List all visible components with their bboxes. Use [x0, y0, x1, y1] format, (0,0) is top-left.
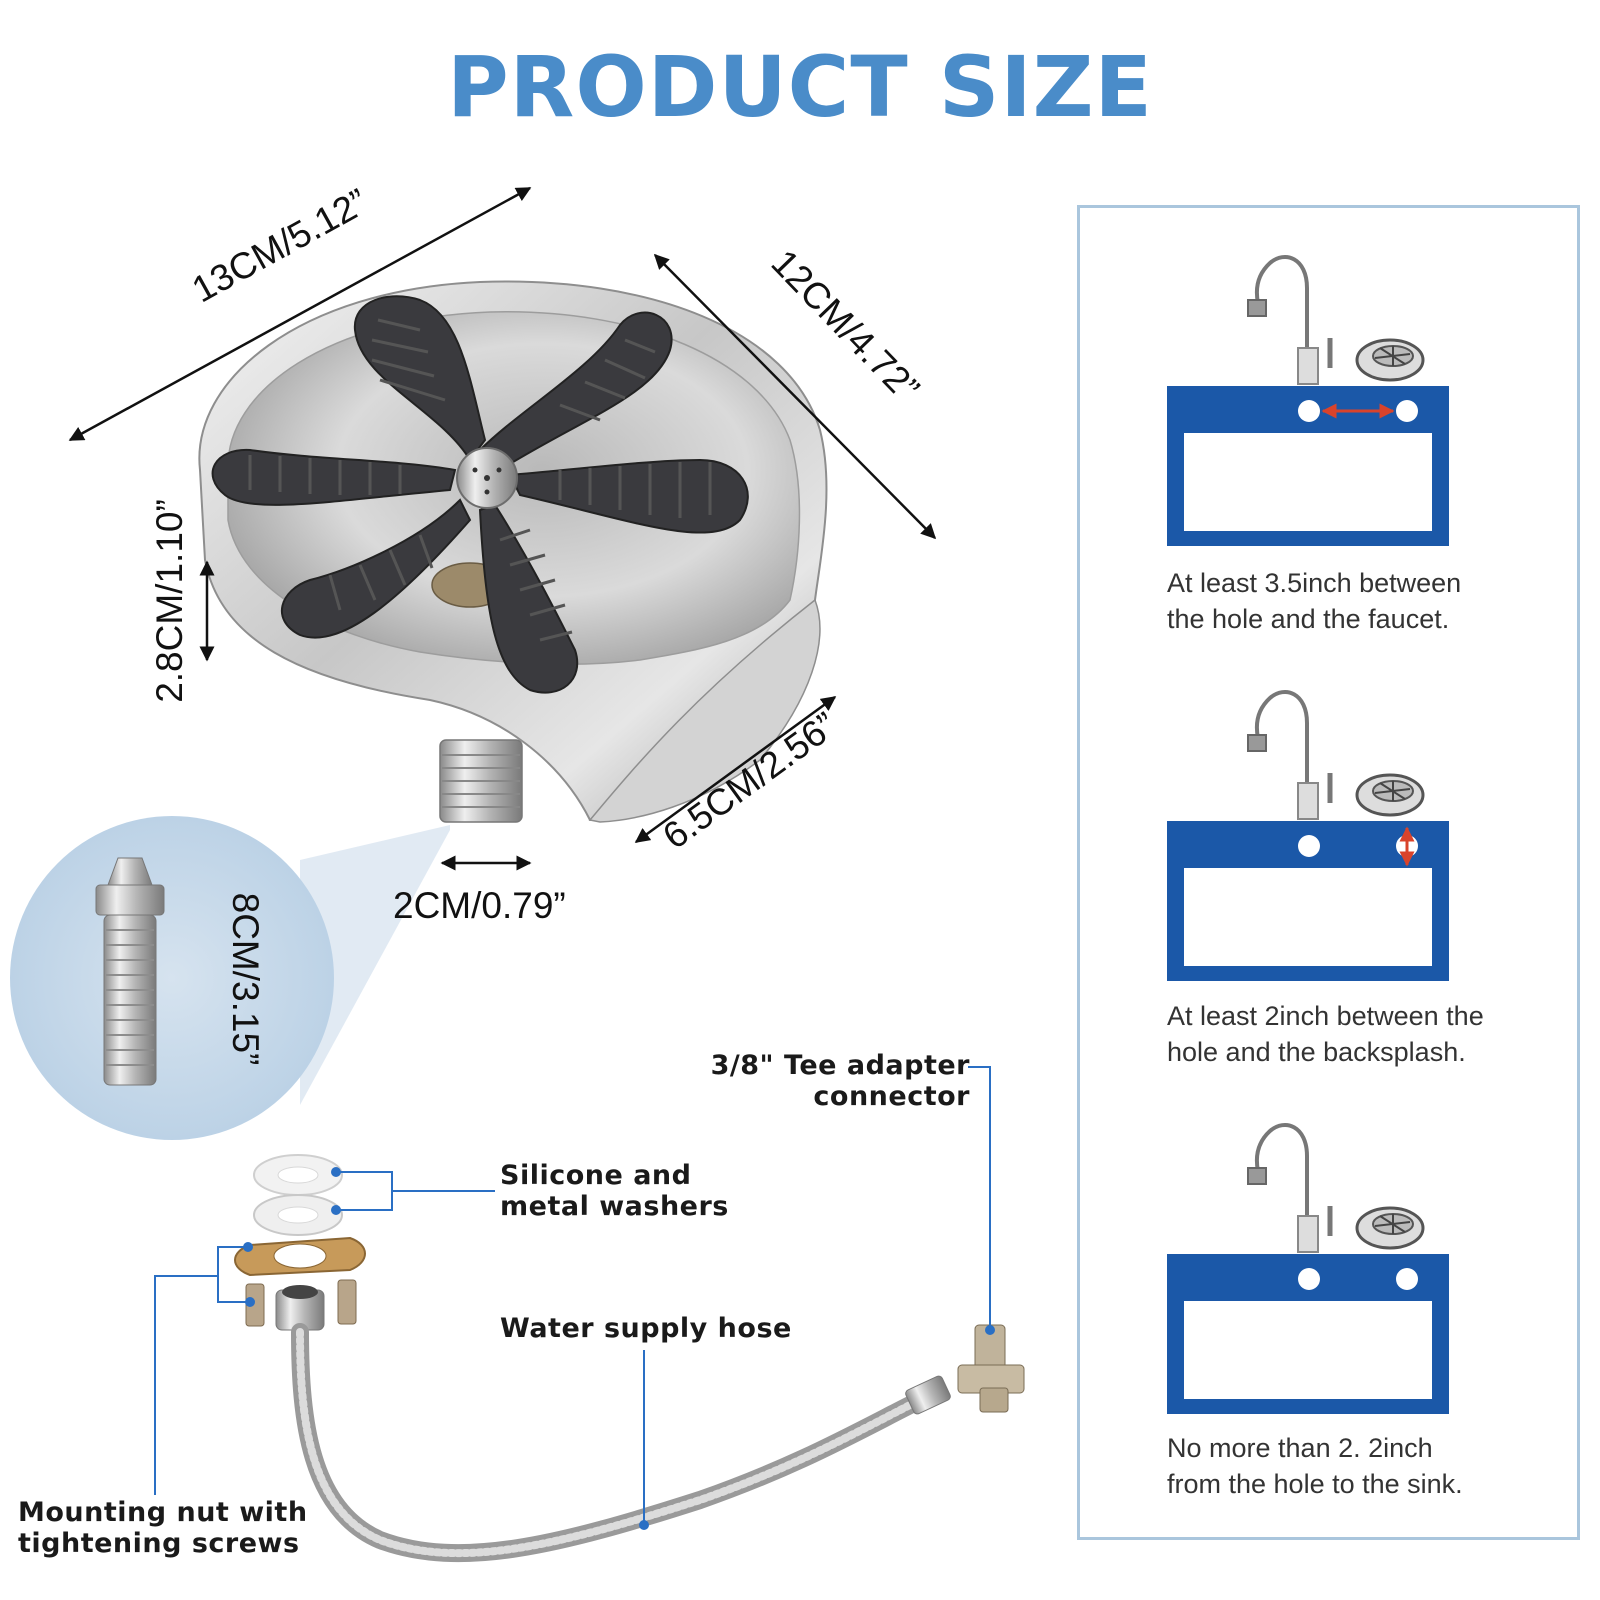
callout-dots	[243, 1167, 995, 1530]
height-label: 2.8CM/1.10”	[149, 499, 190, 703]
rinser-icon	[1355, 1206, 1425, 1250]
installation-diagrams	[1167, 255, 1449, 1414]
sink-icon	[1167, 821, 1449, 981]
inlet-detail-circle	[10, 816, 334, 1140]
threaded-rod-image	[95, 857, 165, 1086]
mounting-nut-label-line1: Mounting nut with	[18, 1497, 308, 1528]
washers-label: Silicone and metal washers	[500, 1160, 729, 1222]
washers-image	[253, 1154, 343, 1236]
mounting-nut-image	[234, 1236, 366, 1331]
tee-adapter-label-line2: connector	[813, 1081, 970, 1112]
sink-icon	[1167, 386, 1449, 546]
washers-label-line1: Silicone and	[500, 1160, 692, 1191]
page-title: PRODUCT SIZE	[447, 38, 1153, 136]
install-note-3-line1: No more than 2. 2inch	[1167, 1433, 1433, 1463]
sink-icon	[1167, 1254, 1449, 1414]
mounting-nut-label: Mounting nut with tightening screws	[18, 1497, 308, 1559]
install-note-2-line2: hole and the backsplash.	[1167, 1037, 1466, 1067]
water-supply-hose-image	[291, 1323, 951, 1563]
install-note-3: No more than 2. 2inch from the hole to t…	[1167, 1430, 1463, 1502]
rinser-icon	[1355, 338, 1425, 382]
glass-rinser-image	[198, 280, 828, 823]
hose-label: Water supply hose	[500, 1313, 792, 1344]
installation-guide-panel: At least 3.5inch between the hole and th…	[1077, 205, 1580, 1540]
mounting-nut-label-line2: tightening screws	[18, 1528, 300, 1559]
install-note-1: At least 3.5inch between the hole and th…	[1167, 565, 1461, 637]
zoom-cone	[300, 825, 450, 1105]
callout-lines	[154, 1066, 991, 1525]
tee-adapter-label: 3/8" Tee adapter connector	[660, 1050, 970, 1112]
tee-adapter-image	[957, 1324, 1025, 1413]
faucet-icon	[1247, 1123, 1333, 1253]
install-note-1-line2: the hole and the faucet.	[1167, 604, 1450, 634]
tee-adapter-label-line1: 3/8" Tee adapter	[710, 1050, 970, 1081]
washers-label-line2: metal washers	[500, 1191, 729, 1222]
inlet-label: 2CM/0.79”	[393, 885, 566, 926]
install-note-1-line1: At least 3.5inch between	[1167, 568, 1462, 598]
faucet-icon	[1247, 255, 1333, 385]
install-note-3-line2: from the hole to the sink.	[1167, 1469, 1463, 1499]
faucet-icon	[1247, 690, 1333, 820]
install-note-2: At least 2inch between the hole and the …	[1167, 998, 1484, 1070]
install-note-2-line1: At least 2inch between the	[1167, 1001, 1484, 1031]
rinser-icon	[1355, 773, 1425, 817]
rod-label: 8CM/3.15”	[225, 892, 266, 1066]
